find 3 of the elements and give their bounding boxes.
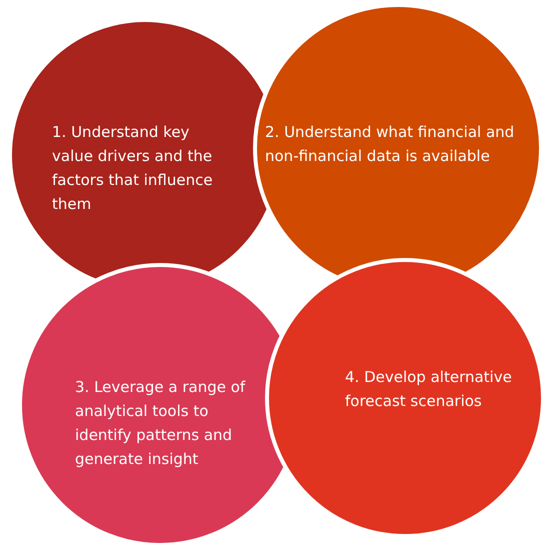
circle-label: 2. Understand what financial and non-financial data is available [265,120,520,168]
circle-label: 1. Understand key value drivers and the factors that influence them [52,120,224,216]
circle-label: 4. Develop alternative forecast scenarios [345,365,535,413]
